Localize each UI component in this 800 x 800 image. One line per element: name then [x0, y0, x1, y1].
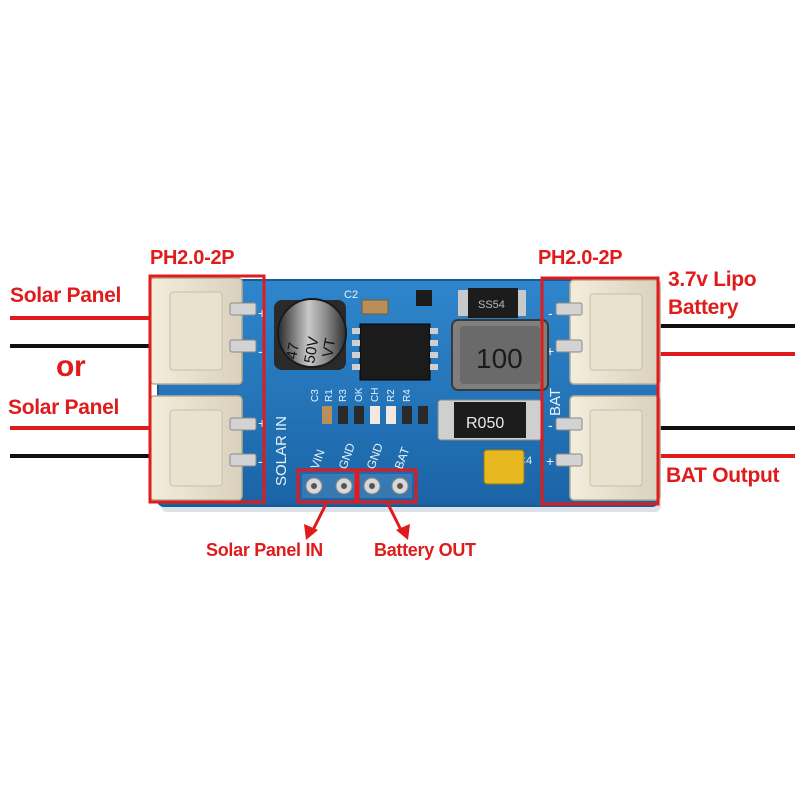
battery-out-pins-callout-box [356, 468, 418, 504]
sense-resistor: R050 [437, 399, 543, 441]
solar-in-pins-callout-box [296, 468, 358, 504]
smd-row: C3 R1 R3 OK CH R2 R4 [310, 387, 428, 424]
arrow-solar-in [304, 503, 328, 540]
silk-minus-left-1: - [258, 343, 263, 359]
or-label: or [56, 350, 86, 383]
silk-plus-left-1: + [258, 305, 266, 321]
left-connector-label: PH2.0-2P [150, 247, 235, 269]
left-connector-top [149, 277, 257, 385]
silk-plus-right-1: + [546, 343, 554, 359]
right-connector-callout-box [540, 276, 660, 506]
svg-text:OK: OK [354, 387, 365, 402]
battery-out-label: Battery OUT [374, 540, 476, 560]
solar-panel-label-2: Solar Panel [8, 396, 120, 419]
right-connector-top [555, 279, 661, 385]
svg-text:VT: VT [319, 337, 339, 359]
lipo-battery-label-line1: 3.7v Lipo [668, 268, 757, 291]
right-connector-label: PH2.0-2P [538, 247, 623, 269]
svg-text:C3: C3 [310, 389, 321, 402]
electrolytic-capacitor: 47 50V VT [274, 298, 347, 370]
svg-text:100: 100 [476, 343, 523, 374]
svg-text:R1: R1 [324, 389, 335, 402]
left-wires [10, 316, 160, 458]
tantalum-cap [483, 449, 525, 485]
silk-solar-in: SOLAR IN [273, 416, 290, 486]
left-connector-bottom [149, 395, 257, 501]
svg-text:R4: R4 [402, 389, 413, 402]
bat-output-label: BAT Output [666, 464, 780, 487]
cap-c2 [361, 299, 389, 315]
silk-minus-right-2: - [548, 417, 553, 433]
lipo-battery-label-line2: Battery [668, 296, 739, 319]
svg-text:47: 47 [283, 341, 303, 360]
silk-c2: C2 [344, 289, 358, 301]
solar-panel-in-label: Solar Panel IN [206, 540, 323, 560]
charger-ic [352, 323, 438, 381]
svg-text:50V: 50V [301, 335, 322, 364]
silk-bat: BAT [547, 388, 564, 416]
left-connector-callout-box [148, 274, 266, 504]
svg-text:R3: R3 [338, 389, 349, 402]
silk-minus-right-1: - [548, 305, 553, 321]
svg-text:VIN: VIN [308, 447, 328, 471]
silk-plus-right-2: + [546, 453, 554, 469]
diode: SS54 [458, 288, 526, 318]
inductor: 100 [451, 319, 549, 391]
silk-plus-left-2: + [258, 415, 266, 431]
svg-text:R050: R050 [466, 415, 504, 432]
arrow-battery-out [386, 503, 410, 540]
svg-text:CH: CH [370, 388, 381, 402]
solar-panel-label-1: Solar Panel [10, 284, 122, 307]
svg-text:R2: R2 [386, 389, 397, 402]
right-wires [650, 324, 795, 458]
svg-text:SS54: SS54 [478, 299, 505, 311]
transistor [416, 290, 432, 306]
right-connector-bottom [555, 395, 661, 501]
silk-minus-left-2: - [258, 453, 263, 469]
